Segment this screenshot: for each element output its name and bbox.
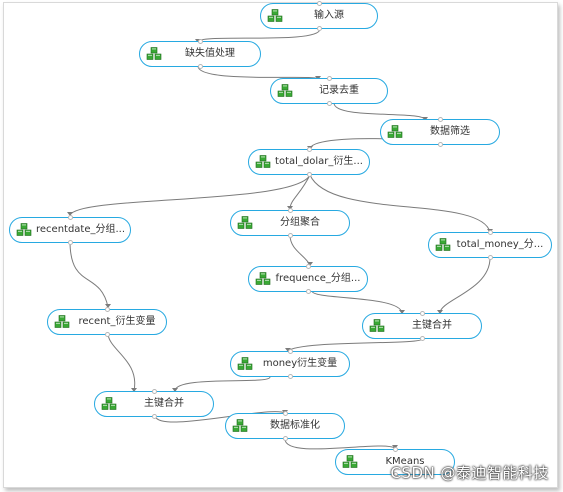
- input-port[interactable]: [317, 1, 322, 6]
- arrow-n13b: [172, 388, 178, 392]
- input-port[interactable]: [488, 230, 493, 235]
- output-port[interactable]: [198, 64, 203, 69]
- flow-node-n15[interactable]: KMeans: [335, 447, 455, 477]
- flow-node-n5[interactable]: total_dolar_衍生...: [248, 147, 370, 177]
- edge-n5-n6: [69, 174, 311, 216]
- edge-n12-n11b: [174, 376, 271, 392]
- output-port[interactable]: [288, 233, 293, 238]
- flow-node-n12[interactable]: money衍生变量: [230, 349, 350, 379]
- output-port[interactable]: [306, 289, 311, 294]
- flow-node-n14[interactable]: 数据标准化: [225, 411, 345, 441]
- flow-node-n3[interactable]: 记录去重: [270, 76, 388, 106]
- flow-node-label: KMeans: [385, 456, 425, 467]
- data-cubes-icon: [435, 238, 451, 251]
- flow-node-label: 数据标准化: [270, 420, 320, 431]
- output-port[interactable]: [488, 255, 493, 260]
- flow-node-n4[interactable]: 数据筛选: [380, 117, 500, 147]
- flow-node-label: 主键合并: [412, 320, 452, 331]
- edge-n2-n3: [197, 65, 319, 80]
- arrow-n6: [67, 212, 73, 216]
- data-cubes-icon: [255, 272, 271, 285]
- flow-node-n8[interactable]: total_money_分...: [428, 230, 552, 260]
- input-port[interactable]: [307, 147, 312, 152]
- edge-n11-n12: [287, 338, 423, 352]
- data-cubes-icon: [387, 125, 403, 138]
- edge-n7-n9: [289, 234, 311, 266]
- flow-node-label: 主键合并: [144, 398, 184, 409]
- data-cubes-icon: [146, 47, 162, 60]
- input-port[interactable]: [198, 39, 203, 44]
- output-port[interactable]: [152, 414, 157, 419]
- flow-node-label: recentdate_分组...: [36, 224, 124, 235]
- edge-n11b-n14: [154, 411, 286, 423]
- output-port[interactable]: [420, 336, 425, 341]
- arrow-n11b: [437, 310, 443, 314]
- watermark: CSDN @泰迪智能科技: [390, 464, 549, 482]
- output-port[interactable]: [105, 332, 110, 337]
- flow-node-n6[interactable]: recentdate_分组...: [9, 215, 131, 245]
- output-port[interactable]: [288, 374, 293, 379]
- output-port[interactable]: [307, 172, 312, 177]
- flow-node-label: total_dolar_衍生...: [275, 156, 363, 167]
- output-port[interactable]: [327, 101, 332, 106]
- flow-node-label: 记录去重: [319, 85, 359, 96]
- edge-n8-n11: [439, 257, 491, 314]
- data-cubes-icon: [54, 315, 70, 328]
- edge-n10-n11b: [107, 332, 136, 392]
- input-port[interactable]: [327, 76, 332, 81]
- data-cubes-icon: [237, 216, 253, 229]
- input-port[interactable]: [306, 264, 311, 269]
- flow-node-label: frequence_分组...: [275, 273, 361, 284]
- flow-node-label: recent_衍生变量: [78, 316, 156, 327]
- input-port[interactable]: [288, 208, 293, 213]
- edge-n3-n4: [333, 102, 426, 121]
- flow-node-label: 分组聚合: [280, 217, 320, 228]
- flow-node-label: 数据筛选: [430, 126, 470, 137]
- data-cubes-icon: [277, 84, 293, 97]
- output-port[interactable]: [438, 142, 443, 147]
- data-cubes-icon: [255, 155, 271, 168]
- output-port[interactable]: [68, 240, 73, 245]
- edge-n6-n10: [69, 240, 109, 308]
- data-cubes-icon: [267, 9, 283, 22]
- output-port[interactable]: [317, 26, 322, 31]
- flow-node-n11[interactable]: 主键合并: [362, 311, 482, 341]
- data-cubes-icon: [232, 419, 248, 432]
- edge-n5-n7: [289, 174, 311, 210]
- input-port[interactable]: [283, 411, 288, 416]
- flow-node-n1[interactable]: 输入源: [260, 1, 378, 31]
- data-cubes-icon: [101, 397, 117, 410]
- input-port[interactable]: [105, 307, 110, 312]
- flow-node-label: 输入源: [314, 10, 344, 21]
- edge-n14-n15: [284, 438, 396, 450]
- input-port[interactable]: [438, 117, 443, 122]
- input-port[interactable]: [420, 311, 425, 316]
- flow-node-label: 缺失值处理: [185, 48, 235, 59]
- flow-node-n7[interactable]: 分组聚合: [230, 208, 350, 238]
- data-cubes-icon: [342, 455, 358, 468]
- input-port[interactable]: [68, 215, 73, 220]
- input-port[interactable]: [152, 389, 157, 394]
- data-cubes-icon: [16, 223, 32, 236]
- arrow-n11a: [399, 310, 405, 314]
- flow-node-n13[interactable]: 主键合并: [94, 389, 214, 419]
- edge-n9-n11: [311, 290, 403, 314]
- edge-n1-n2: [197, 28, 321, 43]
- output-port[interactable]: [283, 436, 288, 441]
- flow-node-n10[interactable]: recent_衍生变量: [47, 307, 167, 337]
- flow-node-label: money衍生变量: [262, 358, 338, 369]
- input-port[interactable]: [288, 349, 293, 354]
- edge-n5-n8: [309, 174, 491, 233]
- flow-node-n9[interactable]: frequence_分组...: [248, 264, 368, 294]
- input-port[interactable]: [393, 447, 398, 452]
- output-port[interactable]: [393, 472, 398, 477]
- data-cubes-icon: [237, 357, 253, 370]
- data-cubes-icon: [369, 319, 385, 332]
- arrow-n10: [105, 304, 111, 308]
- flow-node-n2[interactable]: 缺失值处理: [139, 39, 261, 69]
- arrow-n13a: [131, 388, 137, 392]
- flow-node-label: total_money_分...: [456, 239, 544, 250]
